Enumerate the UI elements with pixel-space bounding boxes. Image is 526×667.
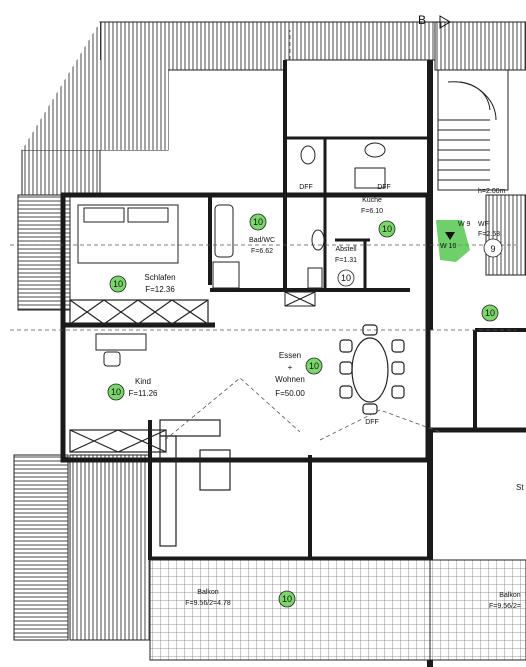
balcony-tiles [149,559,526,661]
room-name-essen: Essen [279,351,301,360]
marker-wf: WF [478,221,489,228]
stairs-area: F=2.58 [478,231,500,238]
section-label: B [418,13,426,27]
marker-w9: W 9 [458,221,471,228]
badge-label: 9 [490,244,495,254]
badge-label: 10 [111,387,121,397]
room-badges: 10 10 10 10 10 10 10 10 [107,213,503,608]
bath-fixtures [212,142,386,289]
sofa [159,419,231,547]
room-name-kind: Kind [135,377,151,386]
room-area-balkon-right: F=9.56/2= [489,603,521,610]
badge-label: 10 [382,224,392,234]
dining-table [339,324,405,415]
room-labels: Schlafen F=12.36 Kind F=11.26 Bad/WC F=6… [129,184,525,610]
room-area-kind: F=11.26 [129,389,159,398]
bed [77,204,179,264]
dashed-lines [10,30,516,441]
badge-bad: 10 [249,213,267,231]
badge-balkon: 10 [278,590,296,608]
badge-abstell: 10 [337,269,355,287]
room-area-bad: F=6.62 [251,248,273,255]
room-name-balkon: Balkon [197,589,219,596]
room-area-abstell: F=1.31 [335,257,357,264]
badge-entry: 10 [481,304,499,322]
marker-w10: W 10 [440,243,456,250]
desk [95,333,147,367]
badge-essen: 10 [305,357,323,375]
room-area-schlafen: F=12.36 [145,285,175,294]
badge-kueche: 10 [378,220,396,238]
badge-label: 10 [113,279,123,289]
badge-kind: 10 [107,383,125,401]
room-name-plus: + [288,363,293,372]
entry-highlight [436,220,470,262]
dff-label: DFF [299,184,313,191]
dff-label: DFF [377,184,391,191]
room-name-right-partial: St [516,483,524,492]
roof-windows [284,267,323,307]
staircase [437,69,509,191]
badge-label: 10 [309,361,319,371]
badge-label: 10 [341,273,351,283]
room-name-schlafen: Schlafen [144,273,175,282]
stairs-height: h=2.00m [478,188,506,195]
dff-label: DFF [365,419,379,426]
room-name-wohnen: Wohnen [275,375,305,384]
section-marker: B [418,13,451,29]
room-name-balkon-right: Balkon [499,592,521,599]
wardrobes [69,299,209,453]
badge-label: 10 [253,217,263,227]
room-name-abstell: Abstell [335,246,356,253]
badge-label: 10 [282,594,292,604]
room-area-kueche: F=6.10 [361,208,383,215]
room-area-essen: F=50.00 [275,389,305,398]
room-area-balkon: F=9.56/2=4.78 [185,600,231,607]
badge-label: 10 [485,308,495,318]
room-name-bad: Bad/WC [249,237,275,244]
roof-hatch [13,21,526,641]
badge-schlafen: 10 [109,275,127,293]
walls [60,60,526,667]
room-name-kueche: Küche [362,197,382,204]
badge-nine: 9 [483,238,503,258]
